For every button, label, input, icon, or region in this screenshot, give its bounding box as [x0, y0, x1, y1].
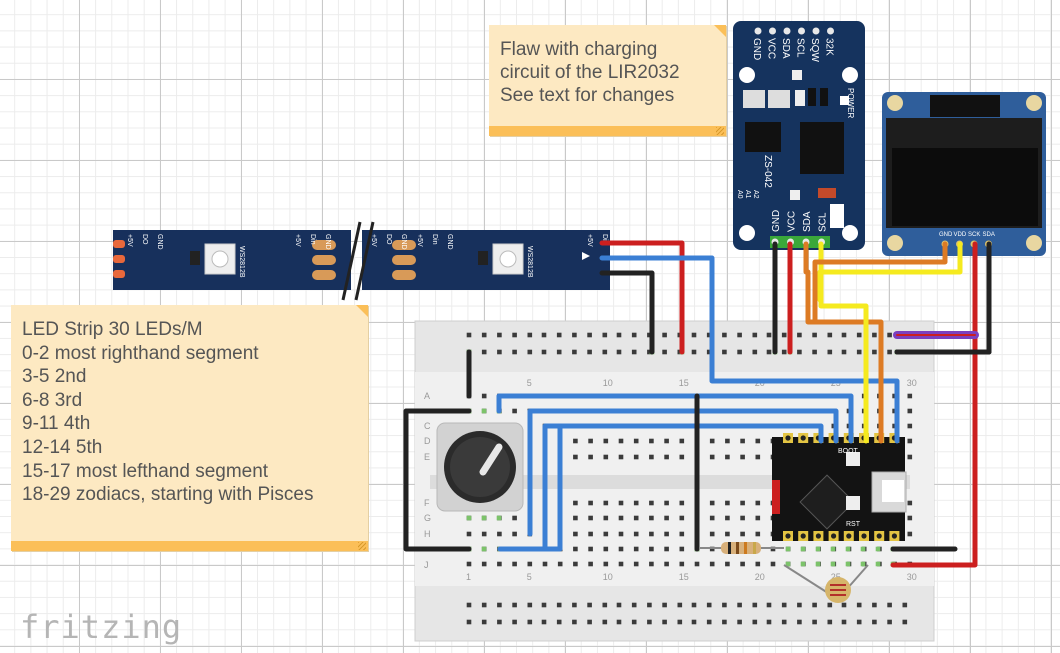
fritzing-logo: fritzing: [20, 608, 183, 646]
column-number: 25: [831, 572, 841, 582]
row-letter: C: [424, 421, 431, 431]
row-letter: D: [424, 436, 431, 446]
note-rtc-flaw: Flaw with charging circuit of the LIR203…: [489, 25, 726, 136]
column-number: 10: [603, 572, 613, 582]
row-letter: F: [424, 498, 430, 508]
wire-pot-gnd[interactable]: [403, 408, 472, 552]
power-label: POWER: [846, 88, 855, 118]
rtc-pin-label: VCC: [766, 38, 777, 59]
resize-grip-icon[interactable]: [358, 542, 366, 550]
mcu-board: BOOT RST: [772, 433, 907, 541]
address-label: A1: [744, 190, 751, 199]
pad-label: +5V: [586, 234, 593, 247]
column-number: 15: [679, 378, 689, 388]
pad-label: DO: [385, 234, 392, 245]
note-line: 6-8 3rd: [22, 389, 83, 411]
pad-label: +5V: [126, 234, 133, 247]
note-led-strip: LED Strip 30 LEDs/M 0-2 most righthand s…: [11, 305, 368, 551]
wire-blue-3[interactable]: [542, 423, 824, 552]
rtc-pin-label: GND: [751, 38, 762, 60]
rtc-pin-label: SCL: [818, 212, 829, 232]
address-label: A2: [752, 190, 759, 199]
oled-pin-label: GND: [939, 232, 953, 238]
note-line: 9-11 4th: [22, 413, 91, 435]
pad-label: Din: [601, 234, 608, 245]
wire-rtc-sda[interactable]: [803, 241, 884, 444]
potentiometer: [436, 422, 524, 512]
oled-pin-label: SDA: [983, 232, 995, 238]
column-number: 5: [527, 572, 532, 582]
rtc-name-label: ZS-042: [762, 155, 773, 188]
rst-label: RST: [846, 521, 861, 528]
pad-label: GND: [324, 234, 331, 250]
wire-led-gnd[interactable]: [599, 270, 655, 355]
oled-pin-label: SCK: [968, 232, 980, 238]
rtc-pin-label: VCC: [787, 211, 798, 232]
wire-pot-signal[interactable]: [496, 393, 854, 444]
row-letter: G: [424, 513, 431, 523]
note-line: 18-29 zodiacs, starting with Pisces: [22, 484, 314, 506]
row-letter: A: [424, 391, 430, 401]
column-number: 20: [755, 572, 765, 582]
row-letter: H: [424, 529, 431, 539]
wire-led-din[interactable]: [599, 255, 900, 444]
wires: [403, 240, 992, 568]
note-line: Flaw with charging: [500, 39, 658, 60]
pad-label: GND: [156, 234, 163, 250]
resize-grip-icon[interactable]: [716, 127, 724, 135]
wire-blue-4[interactable]: [497, 423, 563, 552]
pad-label: +5V: [370, 234, 377, 247]
rtc-pin-label: SDA: [780, 38, 791, 59]
note-line: 3-5 2nd: [22, 366, 87, 388]
knob-pointer-icon: [479, 443, 503, 476]
wire-oled-sck[interactable]: [817, 241, 963, 303]
note-fold-icon: [356, 305, 368, 317]
led-strip: WS2812B WS2812B +5V DO GND +5V Din GND +5V DO GN…: [113, 221, 623, 301]
row-letter: E: [424, 452, 430, 462]
note-line: LED Strip 30 LEDs/M: [22, 319, 203, 340]
column-number: 30: [907, 378, 917, 388]
pad-label: Din: [309, 234, 316, 245]
column-number: 10: [603, 378, 613, 388]
note-line: circuit of the LIR2032: [500, 62, 680, 83]
rtc-pin-label: SDA: [802, 211, 813, 232]
pad-label: GND: [400, 234, 407, 250]
chip-label: WS2812B: [526, 246, 533, 278]
column-number: 5: [527, 378, 532, 388]
note-line: 12-14 5th: [22, 436, 103, 458]
note-line: 0-2 most righthand segment: [22, 342, 259, 364]
boot-label: BOOT: [838, 448, 859, 455]
rtc-pin-label: 32K: [824, 38, 835, 56]
column-number: 30: [907, 572, 917, 582]
rtc-pin-label: GND: [771, 210, 782, 232]
pad-label: GND: [446, 234, 453, 250]
column-number: 15: [679, 572, 689, 582]
wire-blue-2[interactable]: [527, 408, 839, 537]
column-number: 1: [466, 572, 471, 582]
row-letter: J: [424, 560, 429, 570]
rtc-pin-label: SCL: [795, 38, 806, 58]
note-line: See text for changes: [500, 85, 675, 106]
pad-label: DO: [141, 234, 148, 245]
strip-break-mark: [341, 221, 362, 301]
wire-oled-sda[interactable]: [812, 241, 948, 325]
pad-label: +5V: [416, 234, 423, 247]
photoresistor: [783, 564, 869, 603]
rtc-pin-label: SQW: [809, 38, 820, 62]
address-label: A0: [736, 190, 743, 199]
chip-label: WS2812B: [238, 246, 245, 278]
arrow-icon: [582, 252, 590, 260]
wire-led-5v[interactable]: [599, 240, 685, 355]
note-fold-icon: [714, 25, 726, 37]
resistor: [700, 542, 784, 554]
pad-label: +5V: [294, 234, 301, 247]
pad-label: Din: [431, 234, 438, 245]
oled-pin-label: VDD: [954, 232, 967, 238]
note-line: 15-17 most lefthand segment: [22, 460, 269, 482]
